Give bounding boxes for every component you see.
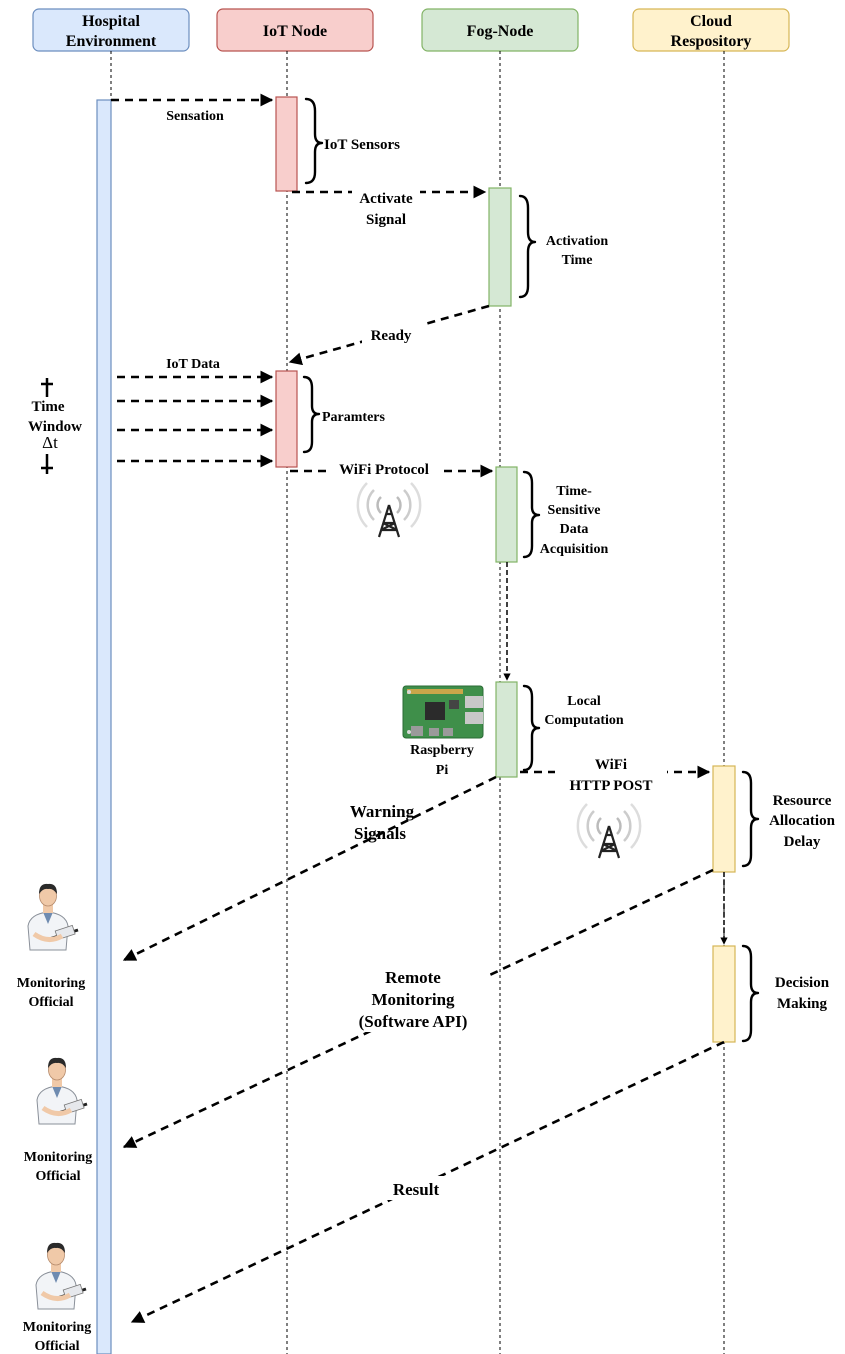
hospital-header-line1: Hospital: [82, 13, 140, 30]
time-window-label-1: Time: [31, 399, 64, 415]
monitoring-official-3-line2: Official: [34, 1339, 79, 1354]
hospital-activation-bar: [96, 99, 112, 1354]
warning-signals-label-1: Warning: [350, 802, 415, 821]
monitoring-official-1-line1: Monitoring: [17, 976, 85, 991]
http-post-mask: [555, 754, 667, 796]
remote-monitoring-mask: [362, 962, 490, 1032]
hospital-header-line2: Environment: [66, 33, 157, 50]
decision-making-label-1: Decision: [775, 975, 830, 991]
acquisition-label-2: Sensitive: [548, 503, 601, 518]
monitoring-official-2-line1: Monitoring: [24, 1150, 92, 1165]
activation-time-label-2: Time: [562, 253, 593, 268]
wifi-tower-icon: [356, 481, 422, 539]
iot-data-label: IoT Data: [166, 357, 220, 372]
time-window-label-2: Window: [28, 419, 82, 435]
activation-time-brace: [518, 194, 537, 299]
remote-monitoring-label-1: Remote: [385, 968, 441, 987]
cloud-header-line1: Cloud: [690, 13, 732, 30]
doctor-icon: [36, 1243, 86, 1309]
wifi-protocol-label: WiFi Protocol: [339, 462, 429, 478]
http-post-label-2: HTTP POST: [570, 778, 653, 794]
acquisition-label-3: Data: [560, 522, 589, 537]
cloud-header-line2: Respository: [671, 33, 752, 50]
activate-signal-mask: [352, 189, 420, 229]
local-computation-label-1: Local: [567, 694, 601, 709]
resource-allocation-label-3: Delay: [784, 834, 821, 850]
acquisition-label-1: Time-: [556, 484, 592, 499]
iot-header: IoT Node: [263, 23, 327, 40]
wifi-tower-icon: [576, 802, 642, 860]
activation-time-label-1: Activation: [546, 234, 608, 249]
activation-time-bar: [488, 187, 512, 307]
warning-signals-label-2: Signals: [354, 824, 406, 843]
hospital-lane-header: Hospital Environment: [32, 8, 190, 52]
computation-brace: [522, 684, 541, 772]
ready-label: Ready: [371, 328, 412, 344]
raspberry-pi-board-icon: [402, 685, 484, 739]
fog-lane-header: Fog-Node: [421, 8, 579, 52]
local-computation-bar: [495, 681, 518, 778]
activate-signal-label-1: Activate: [359, 191, 413, 207]
acquisition-brace: [522, 470, 541, 559]
result-mask: [386, 1176, 446, 1200]
resource-allocation-label-2: Allocation: [769, 813, 835, 829]
remote-monitoring-label-2: Monitoring: [371, 990, 455, 1009]
activate-signal-label-2: Signal: [366, 212, 406, 228]
acquisition-label-4: Acquisition: [540, 542, 609, 557]
time-window-delta: Δt: [42, 433, 58, 452]
iot-sensors-brace: [304, 97, 324, 185]
cloud-lane-header: Cloud Respository: [632, 8, 790, 52]
parameters-brace: [302, 375, 321, 454]
local-computation-label-2: Computation: [544, 713, 624, 728]
sensation-label: Sensation: [166, 109, 224, 124]
decision-making-label-2: Making: [777, 996, 828, 1012]
monitoring-official-3-line1: Monitoring: [23, 1320, 91, 1335]
raspberry-pi-label-1: Raspberry: [410, 743, 474, 758]
monitoring-official-2-line2: Official: [35, 1169, 80, 1184]
resource-brace: [741, 770, 760, 868]
ready-mask: [362, 322, 422, 344]
parameters-bar: [275, 370, 298, 468]
warning-signals-arrow: [122, 775, 497, 962]
result-label: Result: [393, 1180, 440, 1199]
decision-brace: [741, 944, 760, 1043]
remote-monitoring-label-3: (Software API): [359, 1012, 468, 1031]
iot-lane-header: IoT Node: [216, 8, 374, 52]
iot-sensors-bar: [275, 96, 298, 192]
monitoring-official-1-line2: Official: [28, 995, 73, 1010]
doctor-icon: [28, 884, 78, 950]
raspberry-pi-label-2: Pi: [436, 763, 449, 778]
wifi-protocol-mask: [326, 458, 442, 480]
iot-sensors-label: IoT Sensors: [324, 137, 400, 153]
resource-allocation-bar: [712, 765, 736, 873]
doctor-icon: [37, 1058, 87, 1124]
time-window-end-mark: [41, 454, 53, 474]
data-acquisition-bar: [495, 466, 518, 563]
resource-allocation-label-1: Resource: [773, 793, 832, 809]
decision-making-bar: [712, 945, 736, 1043]
time-window-start-mark: [41, 378, 53, 397]
fog-header: Fog-Node: [467, 23, 534, 40]
http-post-label-1: WiFi: [595, 757, 627, 773]
paramters-label: Paramters: [322, 410, 386, 425]
